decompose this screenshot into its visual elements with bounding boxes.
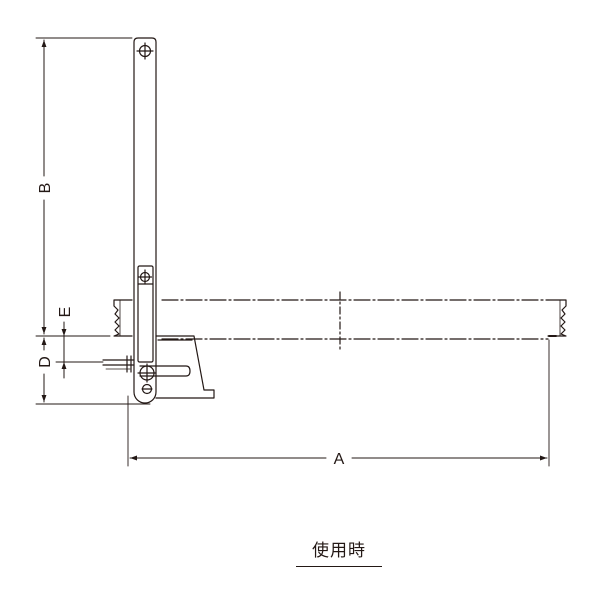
lower-bracket bbox=[155, 335, 215, 399]
dimension-label-e: E bbox=[57, 307, 74, 318]
right-frame-profile bbox=[547, 299, 567, 337]
dimension-label-b: B bbox=[37, 183, 54, 194]
window-sash-outline bbox=[161, 299, 549, 340]
extension-lines bbox=[35, 37, 550, 467]
vertical-arm bbox=[133, 37, 157, 404]
left-frame-profile bbox=[113, 299, 133, 337]
dimension-lines bbox=[41, 39, 548, 461]
slotted-bar bbox=[137, 363, 191, 395]
dimension-label-d: D bbox=[37, 356, 54, 368]
dimension-label-a: A bbox=[334, 451, 345, 468]
spring-hook bbox=[102, 355, 135, 373]
caption-underline bbox=[296, 566, 382, 567]
slider-bar bbox=[137, 265, 154, 363]
drawing-caption: 使用時 bbox=[312, 541, 366, 561]
